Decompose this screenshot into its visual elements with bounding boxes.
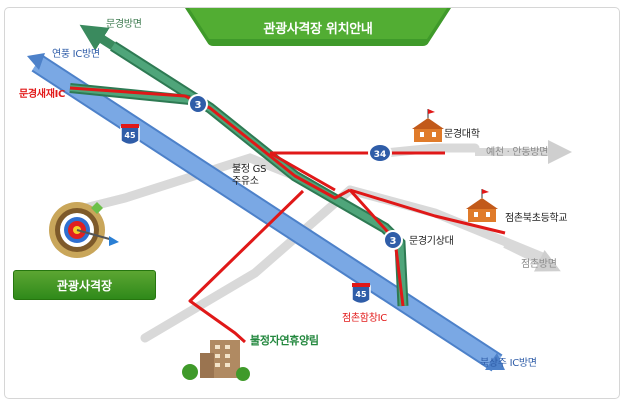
- route-shield-icon: 3: [188, 94, 208, 114]
- svg-text:45: 45: [355, 290, 367, 299]
- yecheon-andong-direction-label: 예천 · 안동방면: [486, 147, 549, 158]
- expressway-arrow-south: [485, 353, 505, 370]
- yeonpung-ic-label: 연풍 IC방면: [52, 49, 100, 60]
- north-sangju-ic-label: 북상주 IC방면: [480, 358, 537, 369]
- jeomchon-direction-label: 점촌방면: [521, 259, 557, 270]
- mungyeong-arrow: [79, 24, 116, 51]
- svg-text:3: 3: [390, 236, 397, 247]
- svg-text:45: 45: [124, 131, 136, 140]
- guide-route: [69, 86, 506, 344]
- map-frame: 3 3 34 45 45: [4, 7, 620, 399]
- target-icon: [49, 202, 119, 258]
- expressway-shield-icon: 45: [120, 124, 140, 146]
- route-shield-icon: 34: [368, 143, 392, 163]
- buljeong-gas-station-label: 불정 GS 주유소: [232, 164, 267, 187]
- jeomchon-road: [503, 240, 561, 272]
- mungyeong-direction-label: 문경방면: [106, 19, 142, 30]
- jeomchon-school-label: 점촌북초등학교: [505, 213, 568, 224]
- expressway-inner: [32, 56, 502, 370]
- building-icon: [182, 340, 250, 381]
- title-tab: [185, 8, 451, 46]
- school-icon: [466, 189, 498, 222]
- weather-station-label: 문경기상대: [409, 236, 454, 247]
- shooting-range-button[interactable]: 관광사격장: [13, 270, 156, 300]
- map-canvas: 3 3 34 45 45: [27, 24, 572, 381]
- school-icon: [412, 109, 444, 142]
- saejae-ic-label: 문경새재IC: [19, 89, 66, 100]
- svg-text:34: 34: [374, 150, 387, 160]
- svg-text:3: 3: [195, 100, 202, 111]
- page-title: 관광사격장 위치안내: [263, 22, 373, 37]
- buljeong-forest-label: 불정자연휴양림: [250, 334, 319, 347]
- route-shield-icon: 3: [383, 230, 403, 250]
- expressway-shield-icon: 45: [351, 283, 371, 305]
- jeomchon-hamchang-ic-label: 점촌함창IC: [342, 313, 387, 324]
- mungyeong-college-label: 문경대학: [444, 129, 480, 140]
- expressway-arrow-north: [27, 53, 45, 70]
